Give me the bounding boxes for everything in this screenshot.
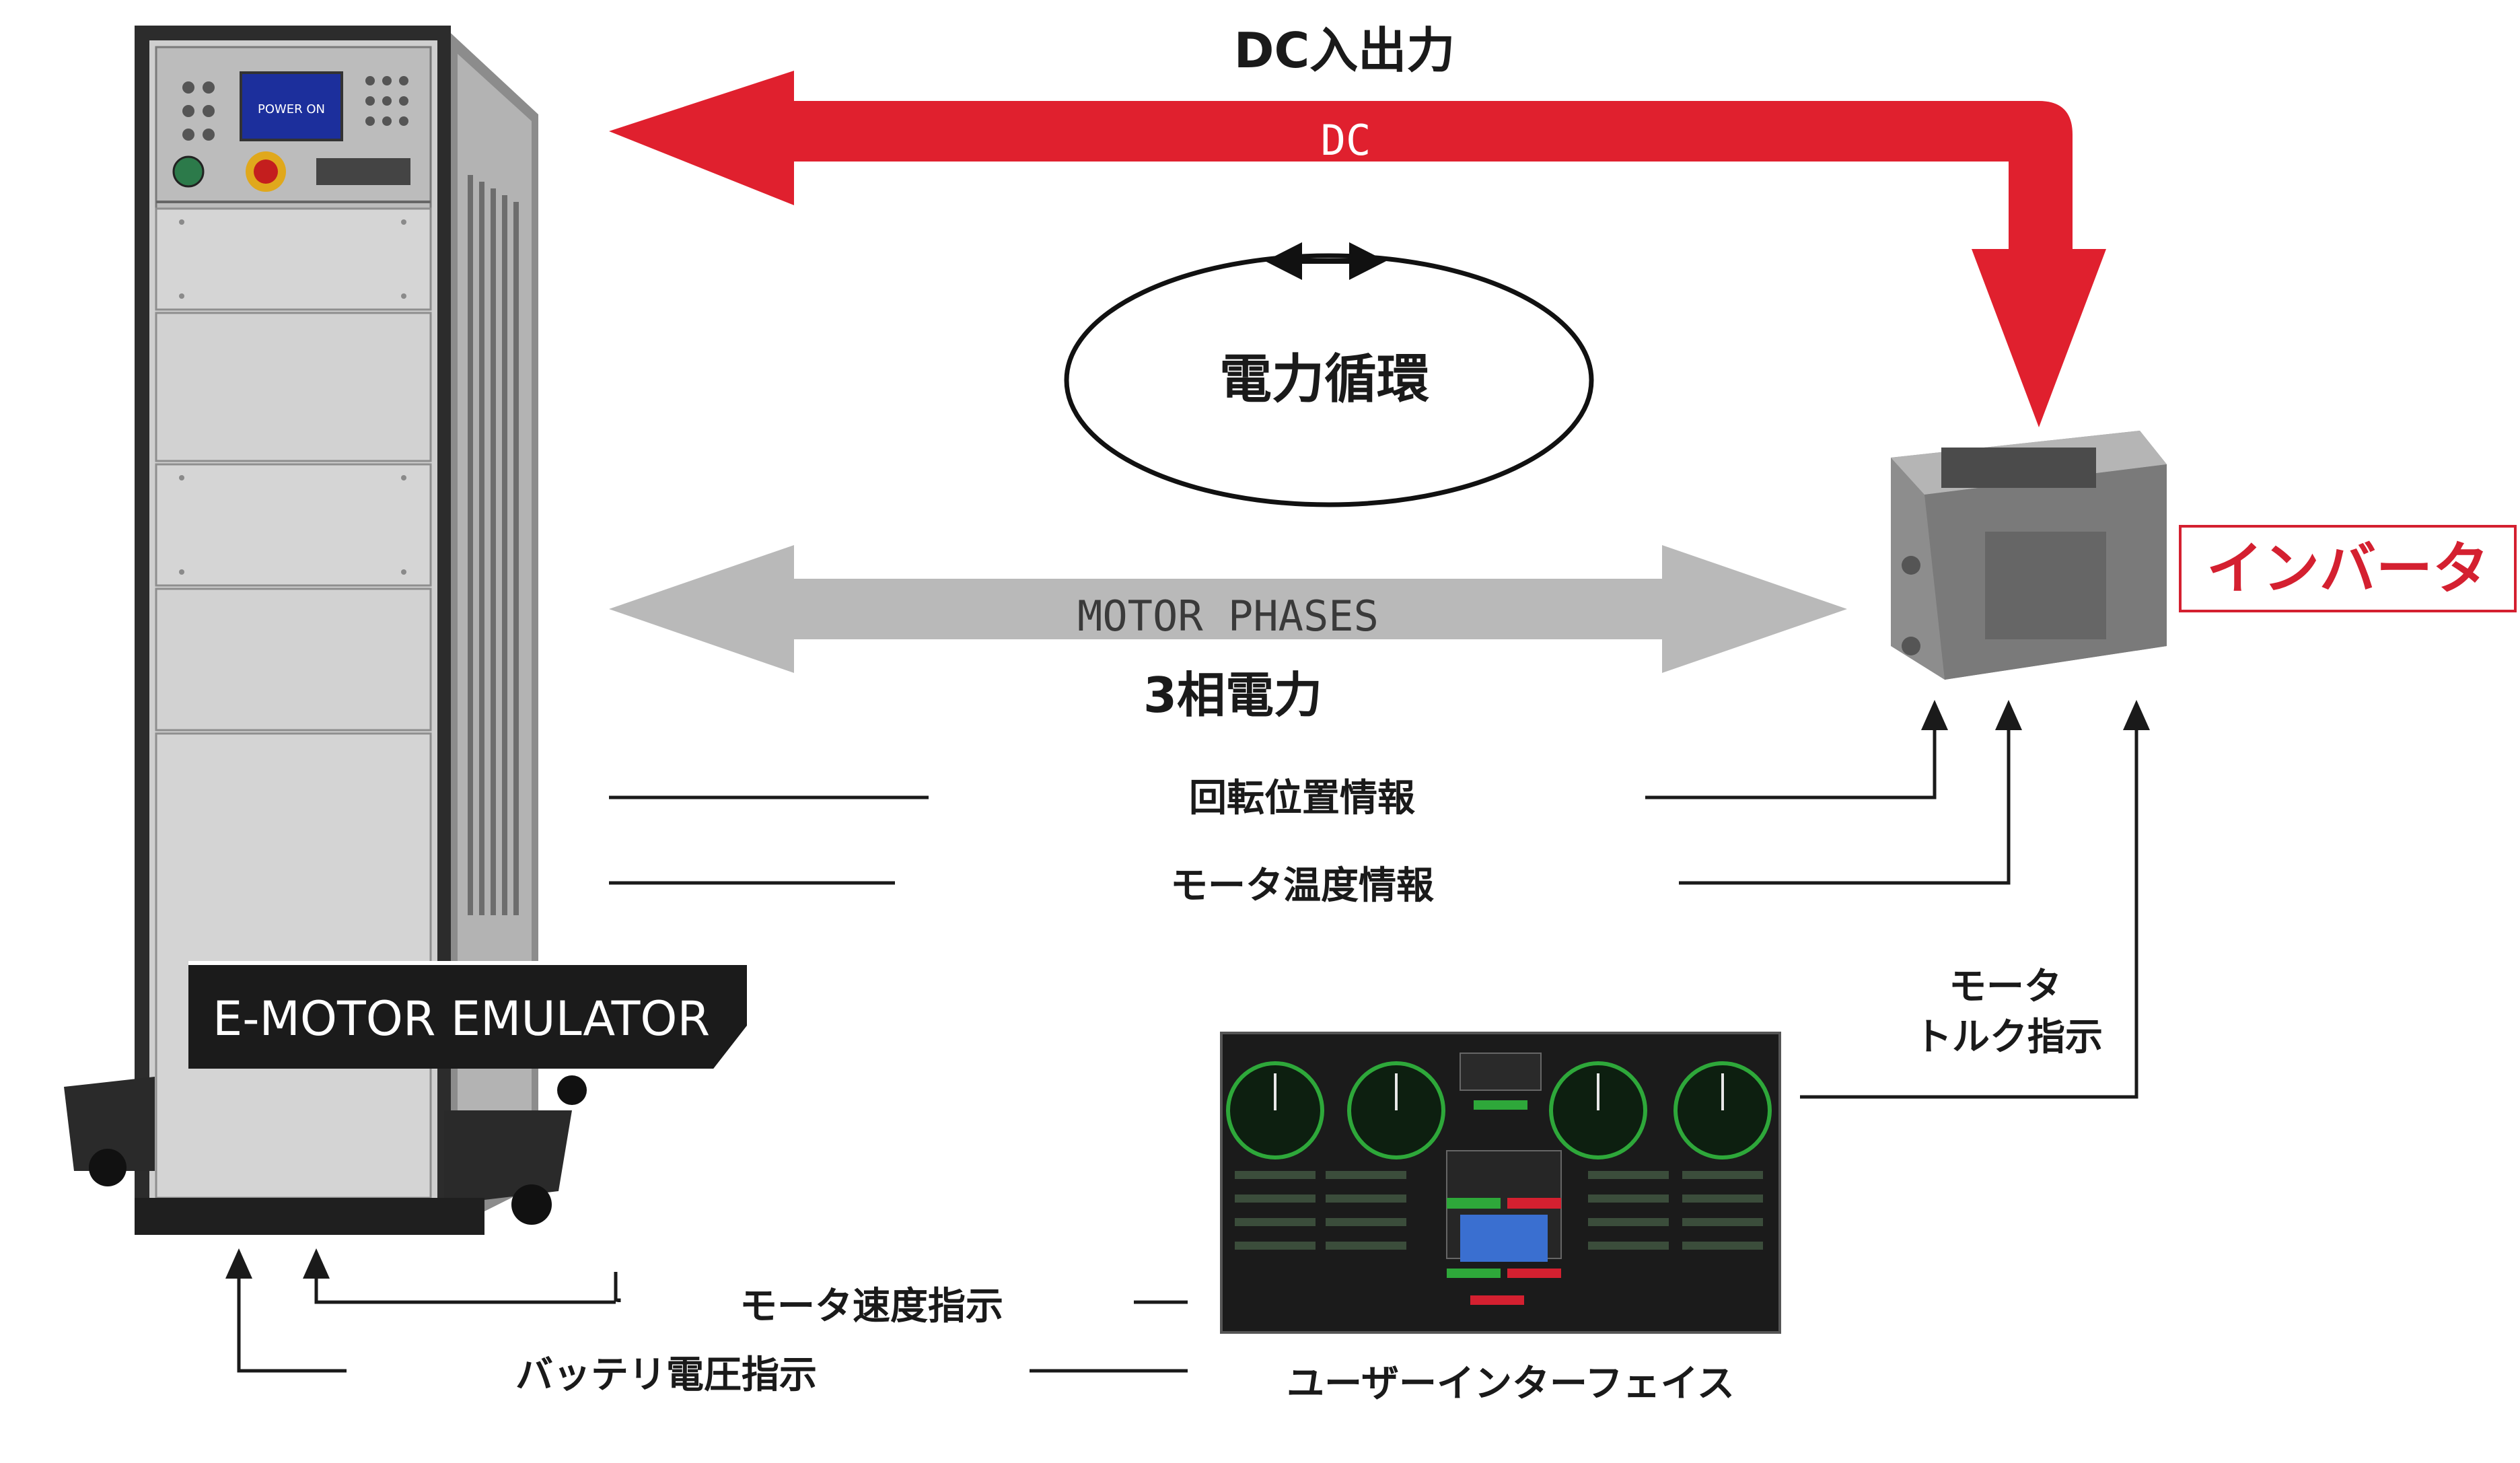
motor-phases-arrow bbox=[609, 545, 1847, 673]
green-button bbox=[172, 155, 205, 188]
power-circulation-loop bbox=[1064, 253, 1594, 507]
rotation-position-label: 回転位置情報 bbox=[1189, 777, 1415, 820]
signal-lines bbox=[237, 723, 2138, 1373]
gauge-icons bbox=[1226, 1061, 1772, 1159]
signal-arrowheads bbox=[225, 700, 2150, 1279]
dc-arrow bbox=[609, 71, 2106, 427]
screen-text: POWER ON bbox=[258, 102, 325, 116]
user-interface-label: ユーザーインターフェイス bbox=[1287, 1362, 1735, 1406]
inverter-label: インバータ bbox=[2179, 525, 2517, 612]
motor-torque-label-line2: トルク指示 bbox=[1914, 1015, 2103, 1059]
emulator-screen bbox=[240, 71, 343, 141]
bidirectional-arrow-icon bbox=[1265, 242, 1386, 280]
motor-phases-label: MOTOR PHASES bbox=[1077, 592, 1379, 641]
dc-arrow-label: DC bbox=[1321, 116, 1371, 165]
user-interface-screen bbox=[1220, 1032, 1781, 1334]
motor-speed-label: モータ速度指示 bbox=[740, 1285, 1003, 1328]
motor-temp-label: モータ温度情報 bbox=[1170, 864, 1434, 908]
emulator-name-label: E-MOTOR EMULATOR bbox=[188, 961, 747, 1069]
battery-voltage-label: バッテリ電圧指示 bbox=[515, 1353, 817, 1397]
power-circulation-label: 電力循環 bbox=[1219, 349, 1429, 410]
three-phase-power-label: 3相電力 bbox=[1143, 667, 1322, 723]
inverter-device bbox=[1891, 431, 2167, 680]
dc-io-label: DC入出力 bbox=[1234, 22, 1455, 79]
emergency-stop-button bbox=[254, 159, 278, 184]
motor-torque-label-line1: モータ bbox=[1949, 965, 2062, 1009]
